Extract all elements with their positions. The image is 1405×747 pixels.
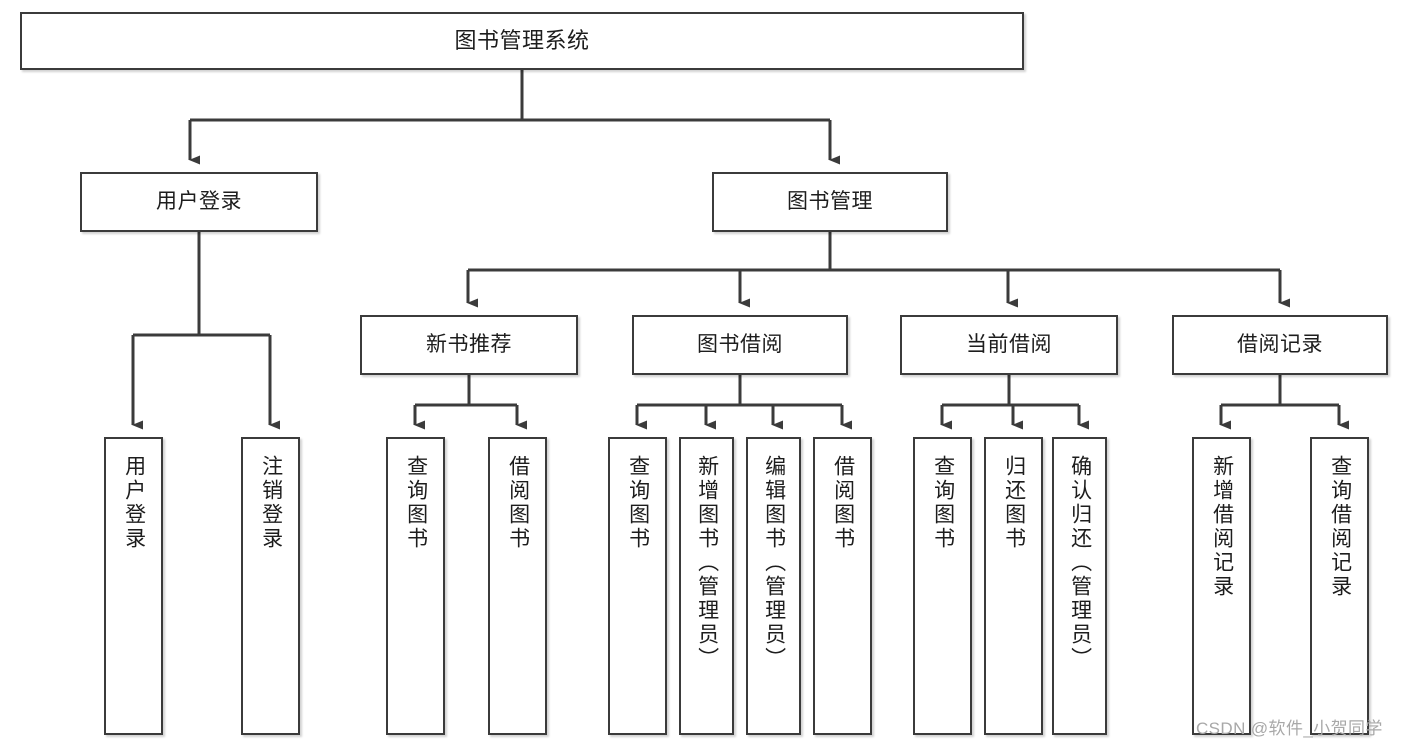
node-user-login[interactable]: 用户登录 bbox=[80, 172, 318, 232]
node-leaf-borrow-book-1-label: 借阅图书 bbox=[506, 455, 530, 551]
node-leaf-logout-label: 注销登录 bbox=[259, 455, 283, 551]
node-leaf-confirm-return[interactable]: 确认归还（管理员） bbox=[1052, 437, 1107, 735]
node-leaf-return-book-label: 归还图书 bbox=[1002, 455, 1026, 551]
node-leaf-query-book-2[interactable]: 查询图书 bbox=[608, 437, 667, 735]
node-new-book-rec-label: 新书推荐 bbox=[426, 332, 512, 356]
node-leaf-add-book-label: 新增图书（管理员） bbox=[695, 455, 719, 671]
node-book-manage[interactable]: 图书管理 bbox=[712, 172, 948, 232]
node-current-borrow[interactable]: 当前借阅 bbox=[900, 315, 1118, 375]
node-leaf-edit-book-label: 编辑图书（管理员） bbox=[762, 455, 786, 671]
node-borrow-record-label: 借阅记录 bbox=[1237, 332, 1323, 356]
node-leaf-add-book[interactable]: 新增图书（管理员） bbox=[679, 437, 734, 735]
node-leaf-query-book-1-label: 查询图书 bbox=[404, 455, 428, 551]
node-leaf-confirm-return-label: 确认归还（管理员） bbox=[1068, 455, 1092, 671]
node-root[interactable]: 图书管理系统 bbox=[20, 12, 1024, 70]
node-leaf-borrow-book-2-label: 借阅图书 bbox=[831, 455, 855, 551]
node-borrow-record[interactable]: 借阅记录 bbox=[1172, 315, 1388, 375]
node-leaf-query-book-3[interactable]: 查询图书 bbox=[913, 437, 972, 735]
node-book-borrow-label: 图书借阅 bbox=[697, 332, 783, 356]
node-book-manage-label: 图书管理 bbox=[787, 189, 873, 213]
node-leaf-edit-book[interactable]: 编辑图书（管理员） bbox=[746, 437, 801, 735]
node-leaf-borrow-book-1[interactable]: 借阅图书 bbox=[488, 437, 547, 735]
csdn-watermark: CSDN @软件_小贺同学 bbox=[1196, 719, 1383, 738]
node-new-book-rec[interactable]: 新书推荐 bbox=[360, 315, 578, 375]
node-leaf-user-login-label: 用户登录 bbox=[122, 455, 146, 551]
node-leaf-return-book[interactable]: 归还图书 bbox=[984, 437, 1043, 735]
node-book-borrow[interactable]: 图书借阅 bbox=[632, 315, 848, 375]
node-leaf-user-login[interactable]: 用户登录 bbox=[104, 437, 163, 735]
node-leaf-query-book-3-label: 查询图书 bbox=[931, 455, 955, 551]
node-leaf-query-book-2-label: 查询图书 bbox=[626, 455, 650, 551]
node-leaf-query-record[interactable]: 查询借阅记录 bbox=[1310, 437, 1369, 735]
node-current-borrow-label: 当前借阅 bbox=[966, 332, 1052, 356]
node-leaf-query-record-label: 查询借阅记录 bbox=[1328, 455, 1352, 599]
node-leaf-borrow-book-2[interactable]: 借阅图书 bbox=[813, 437, 872, 735]
node-leaf-logout[interactable]: 注销登录 bbox=[241, 437, 300, 735]
node-leaf-add-record[interactable]: 新增借阅记录 bbox=[1192, 437, 1251, 735]
node-root-label: 图书管理系统 bbox=[454, 28, 590, 54]
node-leaf-add-record-label: 新增借阅记录 bbox=[1210, 455, 1234, 599]
node-user-login-label: 用户登录 bbox=[156, 189, 242, 213]
node-leaf-query-book-1[interactable]: 查询图书 bbox=[386, 437, 445, 735]
